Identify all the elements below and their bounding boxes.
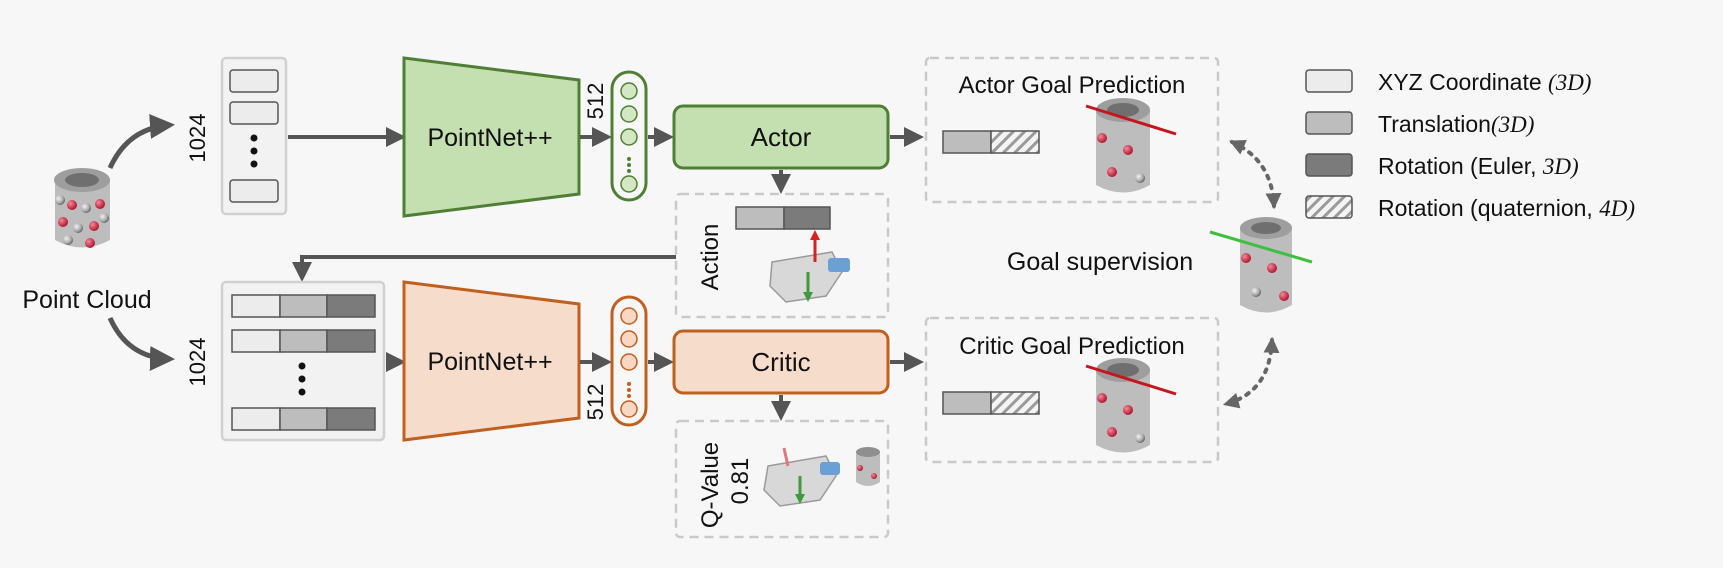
legend-item-xyz: XYZ Coordinate (3D) (1305, 69, 1591, 95)
gripper-qvalue-image (763, 447, 880, 507)
legend-quaternion-label: Rotation (quaternion, (1378, 195, 1599, 221)
xyz-feature-row (229, 101, 279, 125)
legend-euler-math: 3D) (1542, 154, 1579, 179)
legend-translation-label: Translation (1378, 111, 1491, 137)
arrow-input-to-critic (107, 316, 175, 372)
qvalue-panel: Q-Value 0.81 (674, 419, 890, 539)
feature-row (231, 329, 376, 353)
legend-swatch-dark (1305, 153, 1353, 177)
legend-item-translation: Translation(3D) (1305, 111, 1534, 137)
dotted-arrow-actor-supervision (1229, 139, 1282, 210)
actor-input-features (220, 56, 288, 216)
feature-row (231, 294, 376, 318)
legend-item-rotation-euler: Rotation (Euler, 3D) (1305, 153, 1579, 179)
ellipsis-dot (298, 362, 306, 370)
actor-encoder-label: PointNet++ (427, 124, 552, 152)
critic-goal-prediction-panel: Critic Goal Prediction (924, 316, 1220, 464)
critic-encoder-label: PointNet++ (427, 348, 552, 376)
svg-text:XYZ Coordinate (3D): XYZ Coordinate (3D) (1378, 69, 1591, 95)
actor-goal-prediction-panel: Actor Goal Prediction (924, 56, 1220, 204)
arrow-input-to-actor (107, 113, 175, 170)
actor-branch: 1024 PointNet++ 512 (185, 56, 924, 218)
legend: XYZ Coordinate (3D) Translation(3D) Rota… (1305, 69, 1635, 221)
ellipsis-dot (298, 375, 306, 383)
gripper-action-image (769, 230, 850, 303)
svg-text:Rotation (Euler, 3D): Rotation (Euler, 3D) (1378, 153, 1579, 179)
actor-goal-object-image (1085, 98, 1177, 193)
legend-item-rotation-quaternion: Rotation (quaternion, 4D) (1305, 195, 1635, 221)
legend-xyz-math: (3D) (1548, 70, 1591, 95)
critic-feature-dim: 512 (583, 384, 608, 421)
critic-pointnet-encoder: PointNet++ (402, 280, 581, 442)
ellipsis-dot (250, 160, 258, 168)
actor-pointnet-encoder: PointNet++ (402, 56, 581, 218)
goal-supervision-object-image (1209, 217, 1313, 313)
critic-goal-vector (942, 391, 1040, 415)
actor-head: Actor (672, 104, 890, 170)
xyz-feature-row (229, 69, 279, 93)
legend-quaternion-math: 4D) (1599, 196, 1635, 221)
point-cloud-image (54, 168, 110, 248)
critic-branch: 1024 PointNet (185, 280, 924, 442)
actor-point-count: 1024 (185, 114, 210, 163)
qvalue-label: Q-Value (697, 442, 724, 528)
actor-goal-vector (942, 130, 1040, 154)
goal-supervision-label: Goal supervision (1007, 248, 1193, 276)
critic-goal-prediction-title: Critic Goal Prediction (959, 333, 1184, 360)
critic-point-count: 1024 (185, 338, 210, 387)
goal-supervision: Goal supervision (1007, 139, 1313, 409)
xyz-feature-row (229, 179, 279, 203)
critic-goal-object-image (1085, 358, 1177, 453)
ellipsis-dot (250, 147, 258, 155)
legend-euler-label: Rotation (Euler, (1378, 153, 1543, 179)
svg-text:Rotation (quaternion, 4D): Rotation (quaternion, 4D) (1378, 195, 1635, 221)
point-cloud-input: Point Cloud (22, 168, 152, 314)
point-cloud-label: Point Cloud (22, 286, 151, 314)
critic-head-label: Critic (751, 347, 810, 377)
svg-text:Translation(3D): Translation(3D) (1378, 111, 1534, 137)
legend-swatch-hatch (1305, 195, 1353, 219)
qvalue-number: 0.81 (727, 458, 754, 505)
action-vector (735, 206, 831, 230)
critic-feature-vector (610, 295, 648, 427)
critic-input-features (220, 280, 386, 442)
dotted-arrow-critic-supervision (1222, 336, 1280, 409)
legend-swatch-mid (1305, 111, 1353, 135)
legend-xyz-label: XYZ Coordinate (1378, 69, 1548, 95)
action-label: Action (697, 224, 724, 291)
actor-head-label: Actor (751, 122, 812, 152)
actor-feature-vector (610, 70, 648, 202)
actor-goal-prediction-title: Actor Goal Prediction (959, 72, 1186, 99)
arrow-action-to-critic-input (292, 255, 676, 282)
legend-translation-math: (3D) (1491, 112, 1534, 137)
critic-head: Critic (672, 329, 890, 395)
ellipsis-dot (250, 134, 258, 142)
action-panel: Action (674, 192, 890, 319)
ellipsis-dot (298, 388, 306, 396)
actor-feature-dim: 512 (583, 83, 608, 120)
feature-row (231, 407, 376, 431)
legend-swatch-light (1305, 69, 1353, 93)
